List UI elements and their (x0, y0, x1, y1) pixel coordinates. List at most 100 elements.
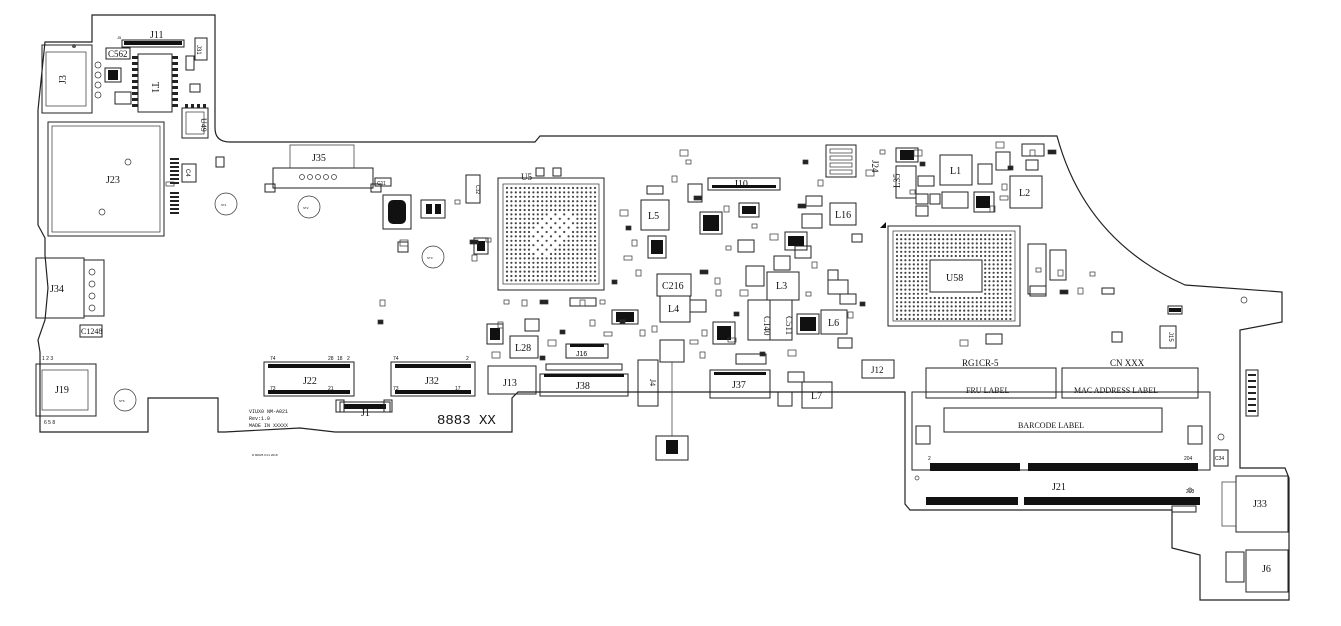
j15-connector: J15 (1159, 325, 1177, 349)
j12-connector: J12 (861, 359, 895, 379)
c562-capacitor: C562 (105, 47, 131, 60)
fru-header: RG1CR-5 (962, 358, 999, 368)
silk-line-2: Rev:1.0 (249, 416, 270, 422)
c511-capacitor: C511 (769, 299, 794, 341)
svg-text:74: 74 (393, 356, 399, 362)
svg-text:J5: J5 (117, 35, 122, 40)
j24-connector: J24 (825, 144, 880, 178)
l28-inductor: L28 (509, 335, 539, 359)
svg-text:73: 73 (393, 386, 399, 392)
l35-label: L35 (892, 173, 902, 188)
l2-label: L2 (1019, 188, 1030, 199)
j6-label: J6 (1262, 564, 1271, 575)
l5-label: L5 (648, 211, 659, 222)
j1-label: J1 (361, 408, 370, 419)
j38-label: J38 (576, 381, 590, 392)
j30-connector (1245, 369, 1259, 417)
l7-inductor: L7 (801, 381, 833, 409)
c140-capacitor: C140 (747, 299, 772, 341)
svg-text:ST1: ST1 (221, 203, 227, 207)
j1-connector: J1 (339, 401, 391, 419)
t1-label: T1 (149, 82, 160, 93)
svg-text:18: 18 (337, 356, 343, 362)
svg-text:J16: J16 (576, 351, 587, 358)
u49-chip: U49 (181, 104, 209, 139)
svg-text:C4: C4 (184, 169, 190, 177)
svg-text:2: 2 (466, 356, 469, 362)
j10-connector: J10 (707, 177, 781, 191)
c34-capacitor: C34 (1213, 449, 1229, 467)
svg-text:6 5 8: 6 5 8 (44, 420, 55, 426)
l3-inductor: L3 (766, 271, 800, 301)
j4-label: J4 (648, 379, 657, 386)
fru-label-text: FRU LABEL (966, 386, 1009, 395)
j37-label: J37 (732, 380, 746, 391)
u5-bga-chip: U5 (497, 172, 605, 291)
c511-label: C511 (784, 316, 794, 335)
l6-label: L6 (828, 318, 839, 329)
svg-text:D 80025 0.01 2018: D 80025 0.01 2018 (252, 453, 278, 457)
j23-label: J23 (106, 175, 120, 186)
j34-label: J34 (50, 284, 64, 295)
j37-connector: J37 (709, 369, 771, 399)
j12-label: J12 (871, 365, 884, 375)
l35-inductor: L35 (892, 165, 917, 199)
silk-line-3: MADE IN XXXXX (249, 423, 288, 429)
t1-pads-left (132, 56, 178, 107)
barcode-label-box: BARCODE LABEL (943, 407, 1163, 433)
j32-connector: J32 74 2 73 17 (390, 356, 476, 397)
j35-label: J35 (312, 153, 326, 164)
j22-label: J22 (303, 376, 317, 387)
u49-label: U49 (199, 118, 208, 132)
l1-inductor: L1 (939, 154, 973, 186)
l1-label: L1 (950, 166, 961, 177)
c562-label: C562 (108, 49, 128, 59)
j3-label: J3 (58, 75, 69, 84)
l2-inductor: L2 (1009, 175, 1043, 209)
j15-label: J15 (1167, 332, 1173, 342)
j38-connector: J38 (539, 373, 629, 397)
u58-label: U58 (946, 273, 963, 284)
svg-text:2: 2 (347, 356, 350, 362)
l6-inductor: L6 (820, 309, 848, 335)
u58-bga-chip: U58 (887, 225, 1021, 327)
l16-label: L16 (835, 210, 851, 221)
j11-label: J11 (150, 30, 164, 41)
j21-label: J21 (1052, 482, 1066, 493)
j33-label: J33 (1253, 499, 1267, 510)
c216-label: C216 (662, 281, 684, 292)
svg-text:ST3: ST3 (427, 256, 433, 260)
silk-line-1: VIUX0 NM-A021 (249, 409, 288, 415)
l3-label: L3 (776, 281, 787, 292)
silkscreen-block: VIUX0 NM-A021 Rev:1.0 MADE IN XXXXX (249, 409, 288, 429)
j6-connector: J6 (1225, 549, 1289, 593)
svg-text:2: 2 (928, 456, 931, 462)
scattered-passives (165, 141, 1096, 361)
l4-inductor: L4 (659, 295, 691, 323)
barcode-label-text: BARCODE LABEL (1018, 421, 1084, 430)
t1-transformer: T1 (137, 53, 173, 113)
l28-label: L28 (515, 343, 531, 354)
svg-text:73: 73 (270, 386, 276, 392)
j32-label: J32 (425, 376, 439, 387)
svg-text:204: 204 (1184, 456, 1193, 462)
j13-connector: J13 (487, 365, 537, 395)
svg-text:21: 21 (328, 386, 334, 392)
c1248-label: C1248 (81, 327, 102, 336)
svg-text:C11: C11 (377, 181, 386, 187)
j23-connector: J23 (47, 121, 165, 237)
l4-label: L4 (668, 304, 679, 315)
j24-label: J24 (870, 160, 880, 173)
c34-label: C34 (1215, 456, 1224, 462)
svg-text:ST6: ST6 (119, 399, 125, 403)
svg-text:74: 74 (270, 356, 276, 362)
j22-connector: J22 74 28 18 2 73 21 (263, 356, 355, 397)
u58-ball-grid (895, 233, 1012, 321)
l16-inductor: L16 (829, 202, 857, 226)
board-outline (37, 14, 1290, 601)
j19-label: J19 (55, 385, 69, 396)
j35-connector: J35 (264, 144, 382, 193)
cn-header: CN XXX (1110, 358, 1145, 368)
mac-label-text: MAC ADDRESS LABEL (1074, 386, 1158, 395)
svg-text:J31: J31 (195, 45, 201, 55)
